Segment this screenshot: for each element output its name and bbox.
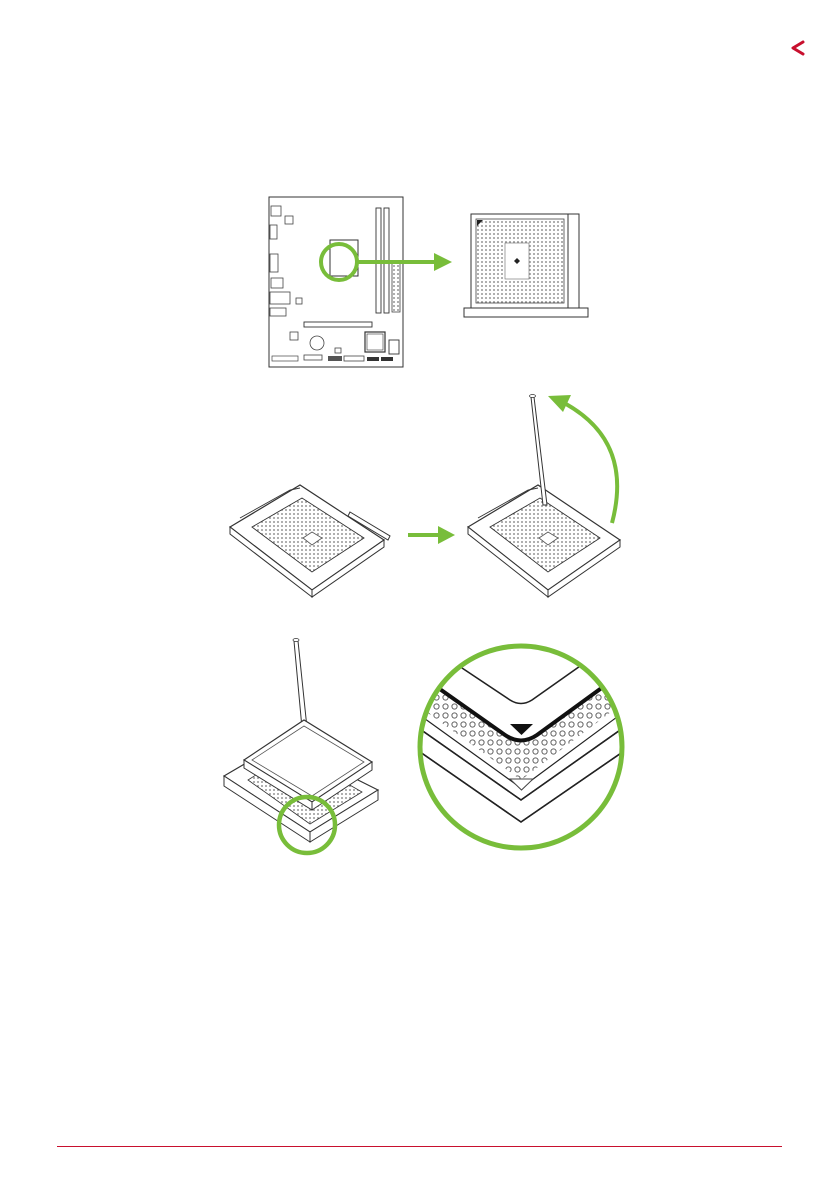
socket-lever-closed bbox=[230, 485, 390, 597]
cpu-on-socket bbox=[224, 639, 378, 843]
socket-top-view bbox=[464, 214, 588, 317]
arrow-right-icon bbox=[408, 526, 455, 544]
motherboard-diagram bbox=[269, 197, 403, 367]
footer-divider bbox=[57, 1146, 782, 1147]
corner-zoom-view bbox=[410, 640, 640, 860]
socket-lever-open bbox=[468, 395, 620, 598]
